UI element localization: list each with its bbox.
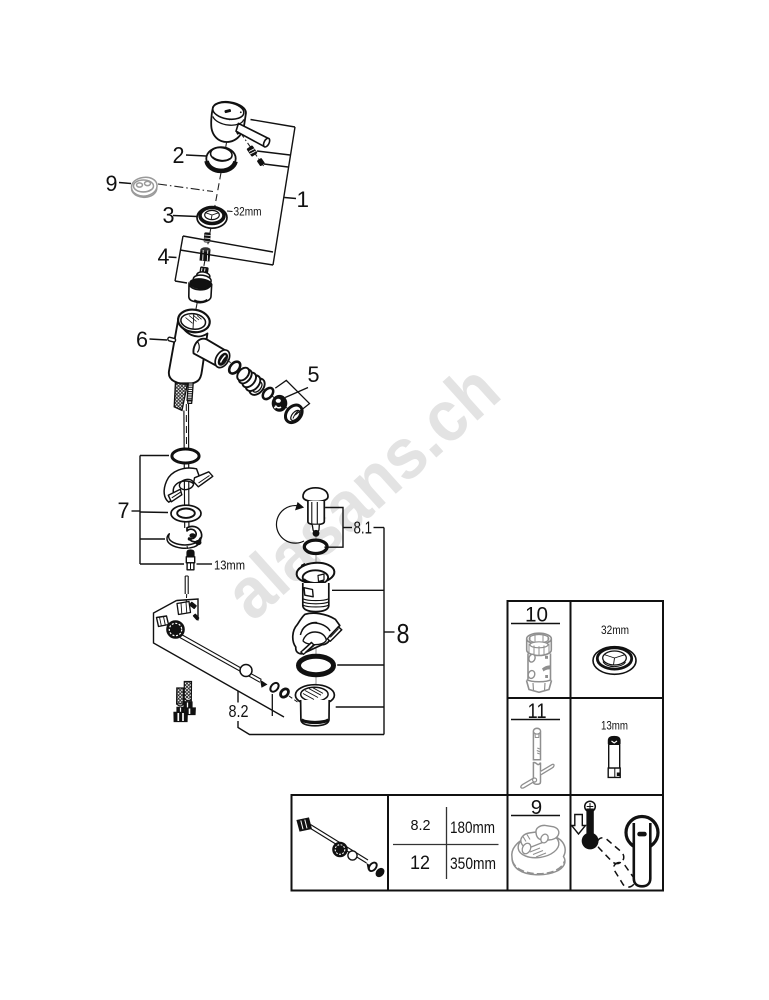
svg-text:7: 7 xyxy=(118,498,130,523)
svg-text:8.2: 8.2 xyxy=(411,818,431,834)
svg-text:12: 12 xyxy=(410,852,430,874)
svg-text:350mm: 350mm xyxy=(450,855,496,873)
svg-text:4: 4 xyxy=(158,244,170,269)
svg-text:2: 2 xyxy=(173,142,185,168)
svg-text:32mm: 32mm xyxy=(601,623,629,637)
svg-text:3: 3 xyxy=(163,202,175,228)
svg-text:6: 6 xyxy=(136,327,148,352)
svg-text:9: 9 xyxy=(531,796,542,819)
svg-text:5: 5 xyxy=(308,362,320,387)
svg-text:8: 8 xyxy=(397,618,410,649)
svg-text:180mm: 180mm xyxy=(450,819,495,837)
svg-text:32mm: 32mm xyxy=(234,207,262,219)
svg-text:8.2: 8.2 xyxy=(229,701,249,721)
svg-text:1: 1 xyxy=(297,187,310,212)
svg-text:8.1: 8.1 xyxy=(354,518,373,538)
svg-text:10: 10 xyxy=(525,603,548,627)
svg-text:13mm: 13mm xyxy=(214,559,245,573)
svg-text:13mm: 13mm xyxy=(601,719,628,733)
svg-text:9: 9 xyxy=(106,171,118,196)
svg-text:11: 11 xyxy=(528,699,547,723)
